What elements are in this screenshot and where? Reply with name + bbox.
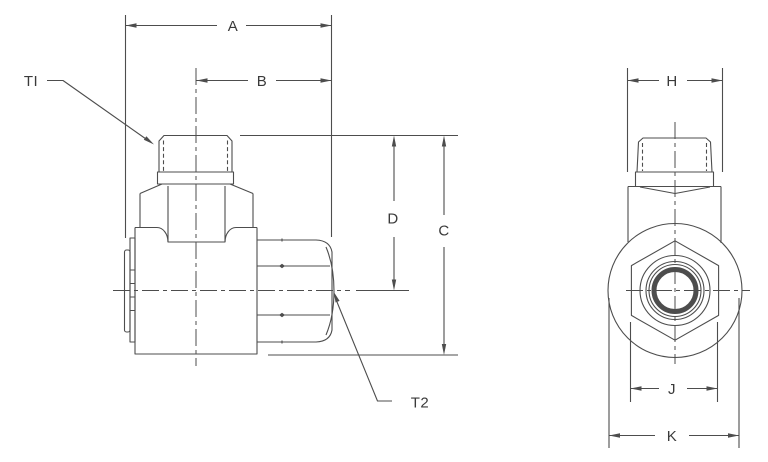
- end-view-labels: H J K: [666, 73, 677, 445]
- left-ring-ticks: [130, 269, 135, 312]
- dim-label-h: H: [666, 73, 677, 90]
- dim-label-c: C: [438, 223, 449, 240]
- top-hex: [139, 183, 254, 242]
- arrow-b-left: [196, 78, 208, 83]
- arrow-h-left: [627, 78, 639, 83]
- arrow-leader-t1: [143, 136, 154, 145]
- arrow-k-left: [609, 433, 620, 438]
- arrow-k-right: [728, 433, 739, 438]
- dim-label-a: A: [228, 18, 239, 35]
- arrow-c-top: [441, 135, 447, 147]
- dim-label-b: B: [257, 73, 268, 90]
- arrow-h-right: [711, 78, 723, 83]
- arrow-j-right: [706, 386, 718, 391]
- end-view-arrowheads: [609, 78, 739, 438]
- top-hex-chamfer-right: [229, 183, 254, 195]
- arrow-j-left: [630, 386, 642, 391]
- end-view: [607, 122, 750, 364]
- side-view: [113, 68, 350, 366]
- leader-t2: [336, 301, 392, 402]
- dim-label-d: D: [387, 211, 398, 228]
- port-label-t1: TI: [24, 73, 38, 90]
- arrow-b-right: [320, 78, 332, 83]
- side-view-dimensions: A B D C TI T2: [24, 15, 458, 412]
- arrow-a-right: [320, 23, 332, 28]
- facet-diamond-top: [279, 263, 285, 269]
- arrow-d-bottom: [391, 279, 397, 291]
- side-view-arrowheads: [125, 23, 447, 355]
- dim-label-k: K: [667, 428, 678, 445]
- side-view-labels: A B D C TI T2: [24, 18, 449, 412]
- port-label-t2: T2: [411, 395, 430, 412]
- leader-t1: [47, 79, 147, 140]
- arrow-d-top: [391, 135, 397, 147]
- side-port-facet-diamonds: [279, 263, 285, 318]
- side-port-end-chamfer: [325, 246, 335, 336]
- top-hex-chamfer-left: [139, 183, 163, 195]
- arrow-a-left: [125, 23, 137, 28]
- facet-diamond-bottom: [279, 312, 285, 318]
- end-shoulder-block: [627, 185, 722, 243]
- arrow-c-bottom: [441, 344, 447, 355]
- end-view-dimensions: H J K: [608, 68, 740, 448]
- arrow-leader-t2: [333, 291, 340, 303]
- dim-label-j: J: [668, 381, 676, 398]
